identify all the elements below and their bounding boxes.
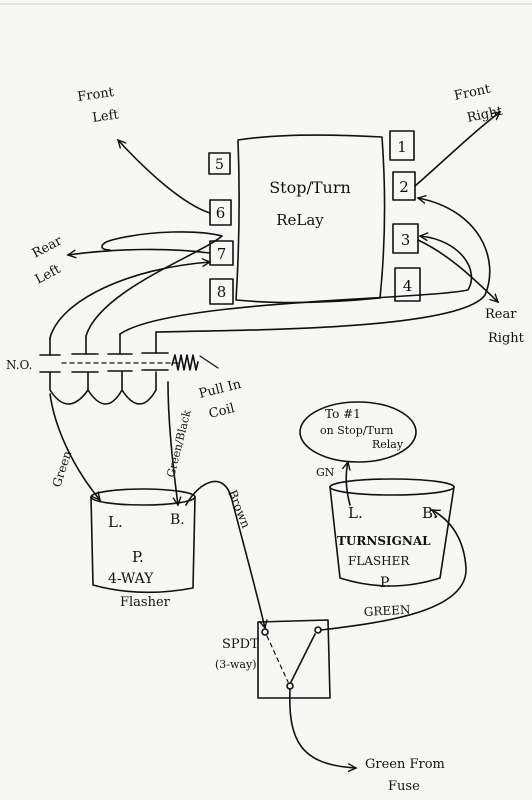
terminal-3-label: 3 [401, 231, 411, 249]
terminal-1-label: 1 [397, 138, 407, 156]
wire-green-right-label: GREEN [363, 603, 410, 619]
switch-terminal-a [261, 628, 269, 636]
wire-contact1-terminal7 [49, 262, 210, 339]
terminal-6: 6 [209, 199, 232, 226]
wire-brown-label: Brown [225, 488, 253, 530]
wire-terminal6-front-left [118, 140, 211, 214]
turn-flasher-label-line1: TURNSIGNAL [337, 534, 431, 548]
switch-terminal-b [314, 626, 322, 634]
terminal-8: 8 [209, 278, 234, 305]
four-way-b-terminal: B. [170, 512, 185, 528]
switch-throw-alt [266, 635, 289, 683]
turn-flasher-b-terminal: B. [422, 504, 438, 522]
wire-fuse-feed [289, 688, 356, 768]
rear-right-label-line1: Rear [485, 307, 517, 322]
fuse-label-line2: Fuse [388, 779, 420, 794]
rear-left-label-line1: Rear [30, 233, 66, 261]
wire-terminal7-rear-left [68, 248, 211, 255]
turn-signal-flasher [329, 478, 455, 587]
terminal-1: 1 [389, 130, 415, 161]
wire-terminal2-front-right [414, 112, 500, 187]
terminal-8-label: 8 [217, 283, 227, 301]
turn-flasher-p-terminal: P. [380, 575, 391, 591]
front-left-label-line1: Front [76, 85, 115, 105]
four-way-flasher [90, 488, 196, 594]
front-left-label-line2: Left [91, 107, 120, 126]
rear-left-label-line2: Left [33, 262, 64, 288]
terminal-7: 7 [209, 240, 234, 266]
note-line1: To #1 [325, 407, 361, 421]
terminal-2: 2 [392, 171, 416, 201]
front-right-label-line2: Right [466, 104, 505, 126]
note-line3: Relay [372, 438, 404, 451]
no-contacts-label: N.O. [6, 358, 33, 372]
wire-contact4-terminal2 [155, 198, 491, 333]
contactor-contacts [39, 331, 181, 405]
terminal-2-label: 2 [399, 178, 409, 196]
wire-green-to-four-way-l [49, 393, 100, 500]
wire-green-black-to-four-way-b [167, 381, 178, 505]
switch-label-line2: (3-way) [215, 658, 257, 671]
wire-gn-to-note [346, 462, 351, 506]
switch-label-line1: SPDT [222, 637, 259, 652]
turn-flasher-label-line2: FLASHER [348, 554, 410, 568]
wire-contact3-terminal3 [119, 236, 473, 335]
terminal-4-label: 4 [403, 277, 413, 295]
four-way-l-terminal: L. [108, 513, 123, 531]
four-way-label-line1: 4-WAY [108, 571, 154, 587]
note-bubble [299, 401, 417, 463]
relay-title-line2: ReLay [276, 211, 324, 229]
four-way-label-line2: Flasher [120, 595, 171, 610]
wire-green-switch-to-turn-flasher [320, 509, 467, 631]
front-right-label-line1: Front [453, 81, 493, 103]
coil-ground-lead [199, 355, 219, 369]
switch-common-terminal [286, 682, 294, 690]
wire-terminal3-rear-right [417, 239, 498, 302]
terminal-7-label: 7 [217, 245, 227, 263]
coil-label-line1: Pull In [197, 377, 243, 402]
switch-throw [290, 633, 316, 683]
four-way-p-terminal: P. [132, 548, 144, 566]
wire-contact2-terminal6 [85, 231, 223, 337]
terminal-4: 4 [394, 267, 421, 302]
wire-gn-label: GN [316, 466, 335, 479]
relay-title-line1: Stop/Turn [269, 178, 351, 197]
turn-flasher-l-terminal: L. [348, 504, 363, 522]
wire-brown-to-switch [185, 480, 265, 628]
fuse-label-line1: Green From [365, 757, 445, 772]
terminal-5: 5 [208, 152, 231, 175]
terminal-5-label: 5 [215, 157, 224, 173]
spdt-switch-body [257, 619, 331, 699]
wire-green-left-label: Green [50, 449, 75, 489]
terminal-3: 3 [392, 223, 419, 254]
note-line2: on Stop/Turn [320, 424, 393, 437]
coil-label-line2: Coil [207, 401, 236, 422]
terminal-6-label: 6 [216, 204, 226, 222]
rear-right-label-line2: Right [488, 331, 525, 346]
pull-in-coil-symbol [171, 354, 199, 371]
